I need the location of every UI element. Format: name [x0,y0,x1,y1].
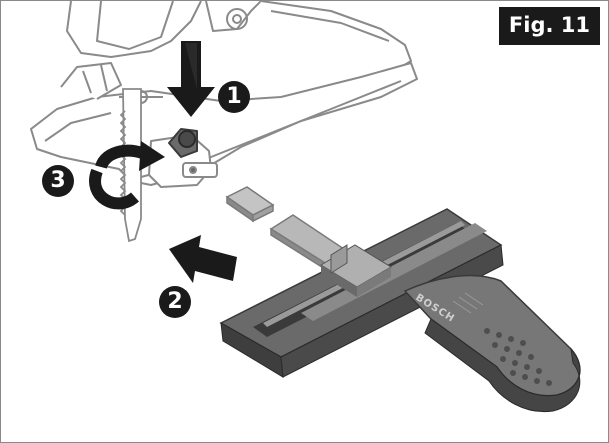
blade-gauge-tool: BOSCH [219,208,581,413]
saw-blade [119,88,142,243]
step-badge-2: 2 [159,286,191,318]
arrow-step-3 [89,141,165,210]
step-badge-3: 3 [42,165,74,197]
figure-label: Fig. 11 [498,7,600,45]
arrow-step-1 [167,41,215,117]
step-badge-1: 1 [218,81,250,113]
splinter-guard-parts [225,186,349,271]
handle-grip-dots [484,328,552,386]
arrow-step-2 [169,235,237,283]
handle-markings [452,292,484,314]
